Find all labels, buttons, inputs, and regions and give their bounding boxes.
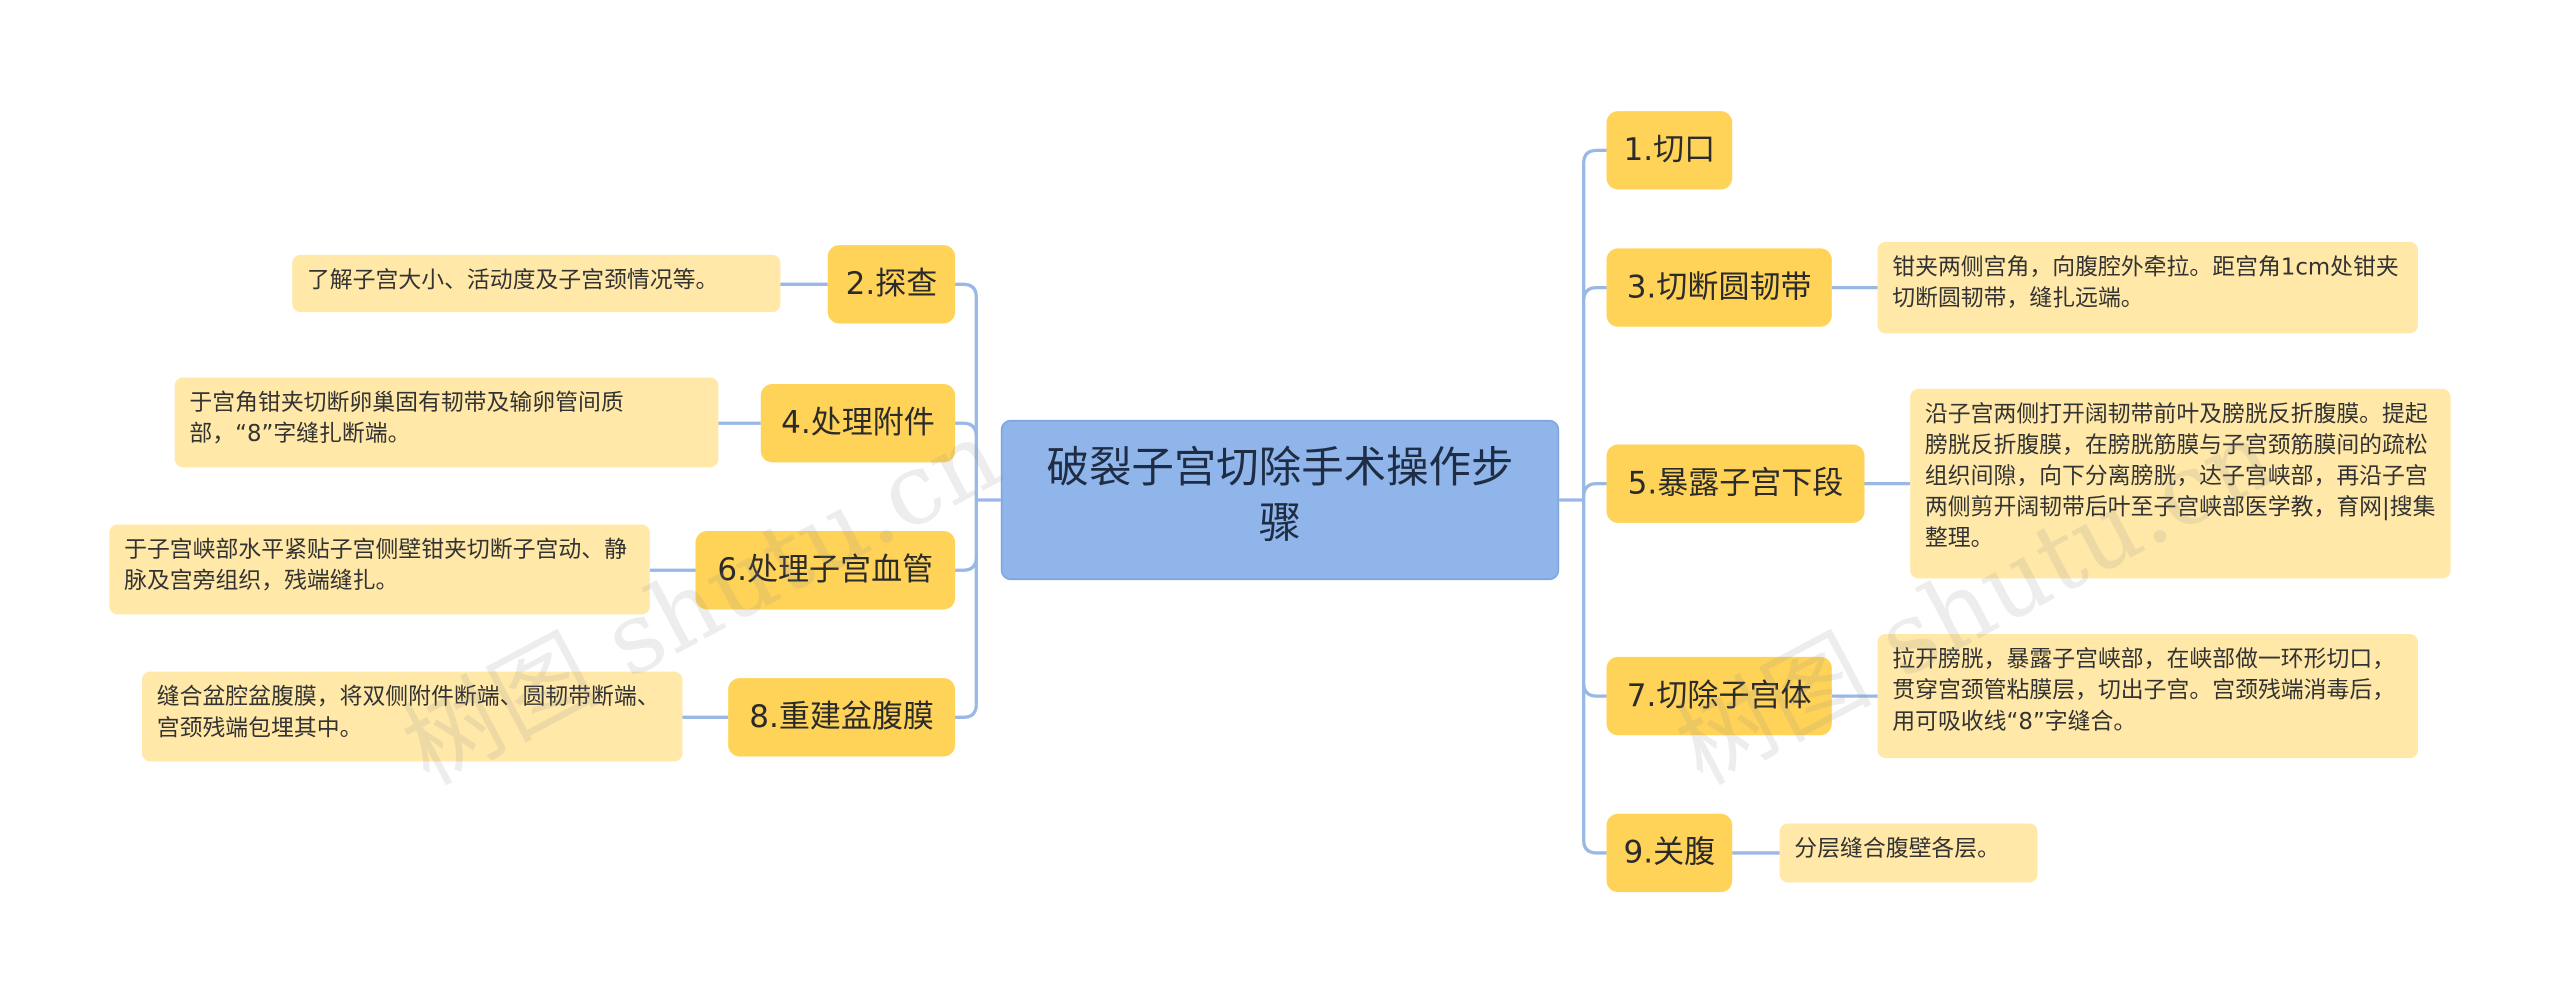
detail-peritoneum: 缝合盆腔盆腹膜，将双侧附件断端、圆韧带断端、宫颈残端包埋其中。 bbox=[142, 671, 683, 762]
detail-round-ligament: 钳夹两侧宫角，向腹腔外牵拉。距宫角1cm处钳夹切断圆韧带，缝扎远端。 bbox=[1877, 241, 2418, 334]
detail-explore: 了解子宫大小、活动度及子宫颈情况等。 bbox=[292, 254, 781, 313]
topic-incision[interactable]: 1.切口 bbox=[1606, 111, 1733, 190]
detail-uterine-vessels: 于子宫峡部水平紧贴子宫侧壁钳夹切断子宫动、静脉及宫旁组织，残端缝扎。 bbox=[109, 524, 650, 615]
detail-lower-segment: 沿子宫两侧打开阔韧带前叶及膀胱反折腹膜。提起膀胱反折腹膜，在膀胱筋膜与子宫颈筋膜… bbox=[1910, 388, 2451, 579]
connector-right-3 bbox=[1582, 682, 1607, 698]
detail-adnexa: 于宫角钳夹切断卵巢固有韧带及输卵管间质部，“8”字缝扎断端。 bbox=[174, 377, 719, 468]
topic-explore[interactable]: 2.探查 bbox=[827, 245, 956, 324]
topic-uterine-body[interactable]: 7.切除子宫体 bbox=[1606, 656, 1832, 736]
topic-peritoneum[interactable]: 8.重建盆腹膜 bbox=[728, 678, 956, 757]
connector-right-0 bbox=[1582, 148, 1607, 164]
topic-round-ligament[interactable]: 3.切断圆韧带 bbox=[1606, 248, 1832, 327]
detail-uterine-body: 拉开膀胱，暴露子宫峡部，在峡部做一环形切口，贯穿宫颈管粘膜层，切出子宫。宫颈残端… bbox=[1877, 633, 2418, 759]
root-topic[interactable]: 破裂子宫切除手术操作步骤 bbox=[1000, 419, 1560, 581]
topic-lower-segment[interactable]: 5.暴露子宫下段 bbox=[1606, 444, 1865, 523]
detail-close-abdomen: 分层缝合腹壁各层。 bbox=[1779, 823, 2038, 883]
topic-uterine-vessels[interactable]: 6.处理子宫血管 bbox=[695, 531, 956, 610]
connector-right-2 bbox=[1582, 482, 1607, 497]
connector-left-2 bbox=[955, 557, 978, 572]
connector-left-1 bbox=[955, 421, 978, 437]
connector-left-3 bbox=[955, 704, 978, 719]
connector-right-4 bbox=[1582, 839, 1607, 855]
topic-adnexa[interactable]: 4.处理附件 bbox=[760, 383, 956, 463]
topic-close-abdomen[interactable]: 9.关腹 bbox=[1606, 813, 1733, 893]
connector-right-1 bbox=[1582, 285, 1607, 301]
connector-left-0 bbox=[955, 282, 978, 298]
